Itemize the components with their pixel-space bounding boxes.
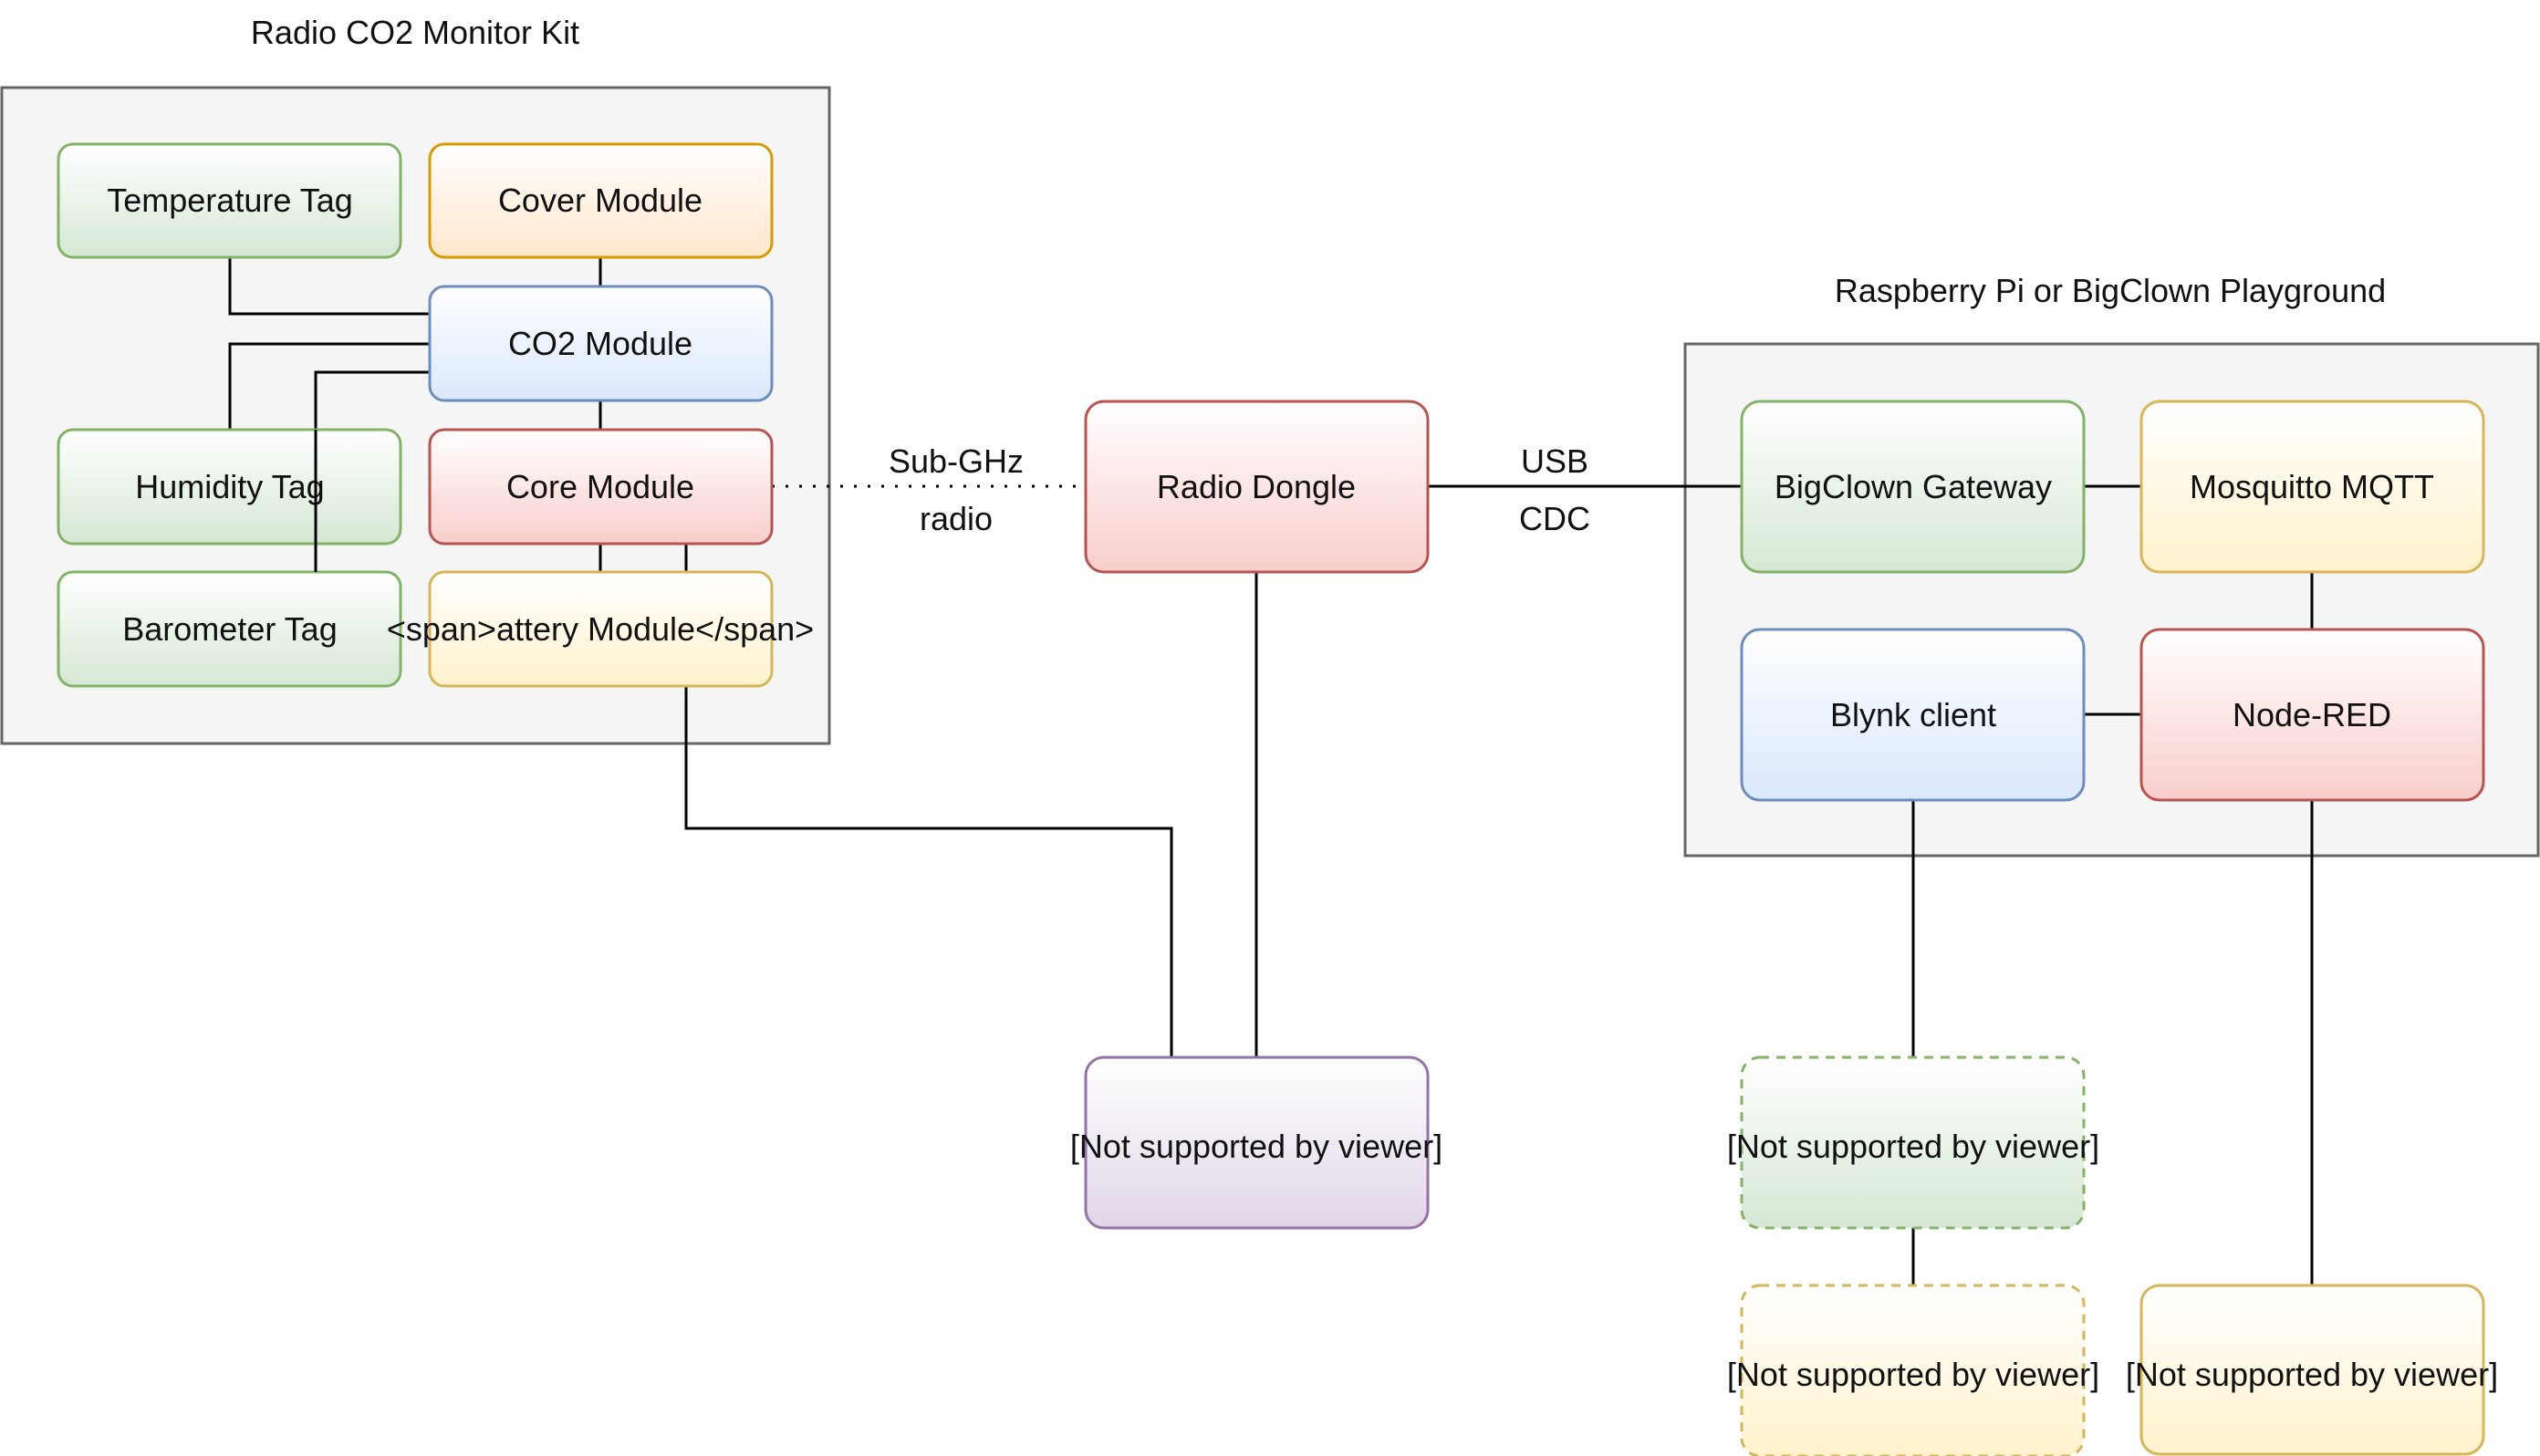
node-label: Radio Dongle	[1157, 468, 1356, 505]
node-label: Temperature Tag	[107, 182, 353, 219]
node-label: Core Module	[506, 468, 694, 505]
node-co2-module[interactable]: CO2 Module	[428, 285, 774, 402]
node-unsupported-purple[interactable]: [Not supported by viewer]	[1070, 1056, 1442, 1230]
usb-label-line2: CDC	[1519, 500, 1590, 537]
container-title: Raspberry Pi or BigClown Playground	[1835, 272, 2386, 309]
node-barometer-tag[interactable]: Barometer Tag	[57, 570, 402, 688]
node-battery-module[interactable]: <span>attery Module</span>	[387, 570, 814, 688]
node-blynk-client[interactable]: Blynk client	[1740, 628, 2086, 802]
node-bigclown-gateway[interactable]: BigClown Gateway	[1740, 400, 2086, 574]
node-label: [Not supported by viewer]	[1727, 1356, 2099, 1393]
node-mosquitto-mqtt[interactable]: Mosquitto MQTT	[2139, 400, 2485, 574]
node-humidity-tag[interactable]: Humidity Tag	[57, 428, 402, 546]
node-unsupported-green-dashed[interactable]: [Not supported by viewer]	[1727, 1056, 2099, 1230]
edge-humidity-co2	[228, 342, 430, 430]
node-temperature-tag[interactable]: Temperature Tag	[57, 142, 402, 259]
node-label: [Not supported by viewer]	[1727, 1128, 2099, 1165]
node-label: [Not supported by viewer]	[2126, 1356, 2498, 1393]
edge-temperature-co2	[228, 257, 430, 316]
node-cover-module[interactable]: Cover Module	[428, 142, 774, 259]
node-label: Barometer Tag	[122, 610, 337, 648]
radio-label-line1: Sub-GHz	[889, 442, 1024, 480]
node-label: Node-RED	[2233, 696, 2391, 733]
edge-battery-unsupported1	[684, 686, 1173, 1057]
node-node-red[interactable]: Node-RED	[2139, 628, 2485, 802]
node-label: Humidity Tag	[135, 468, 324, 505]
radio-label-line2: radio	[920, 500, 993, 537]
edge-labels: Sub-GHz radio USB CDC	[889, 442, 1590, 537]
node-core-module[interactable]: Core Module	[428, 428, 774, 546]
node-radio-dongle[interactable]: Radio Dongle	[1084, 400, 1430, 574]
node-label: [Not supported by viewer]	[1070, 1128, 1442, 1165]
usb-label-line1: USB	[1521, 442, 1588, 480]
node-label: <span>attery Module</span>	[387, 610, 814, 648]
node-unsupported-yellow[interactable]: [Not supported by viewer]	[2126, 1284, 2498, 1456]
node-label: Mosquitto MQTT	[2190, 468, 2434, 505]
node-unsupported-yellow-dashed[interactable]: [Not supported by viewer]	[1727, 1284, 2099, 1456]
node-label: CO2 Module	[508, 325, 692, 362]
node-label: Blynk client	[1830, 696, 1996, 733]
node-label: Cover Module	[498, 182, 703, 219]
node-label: BigClown Gateway	[1775, 468, 2052, 505]
connectors	[228, 257, 2314, 1285]
container-title: Radio CO2 Monitor Kit	[251, 14, 579, 51]
